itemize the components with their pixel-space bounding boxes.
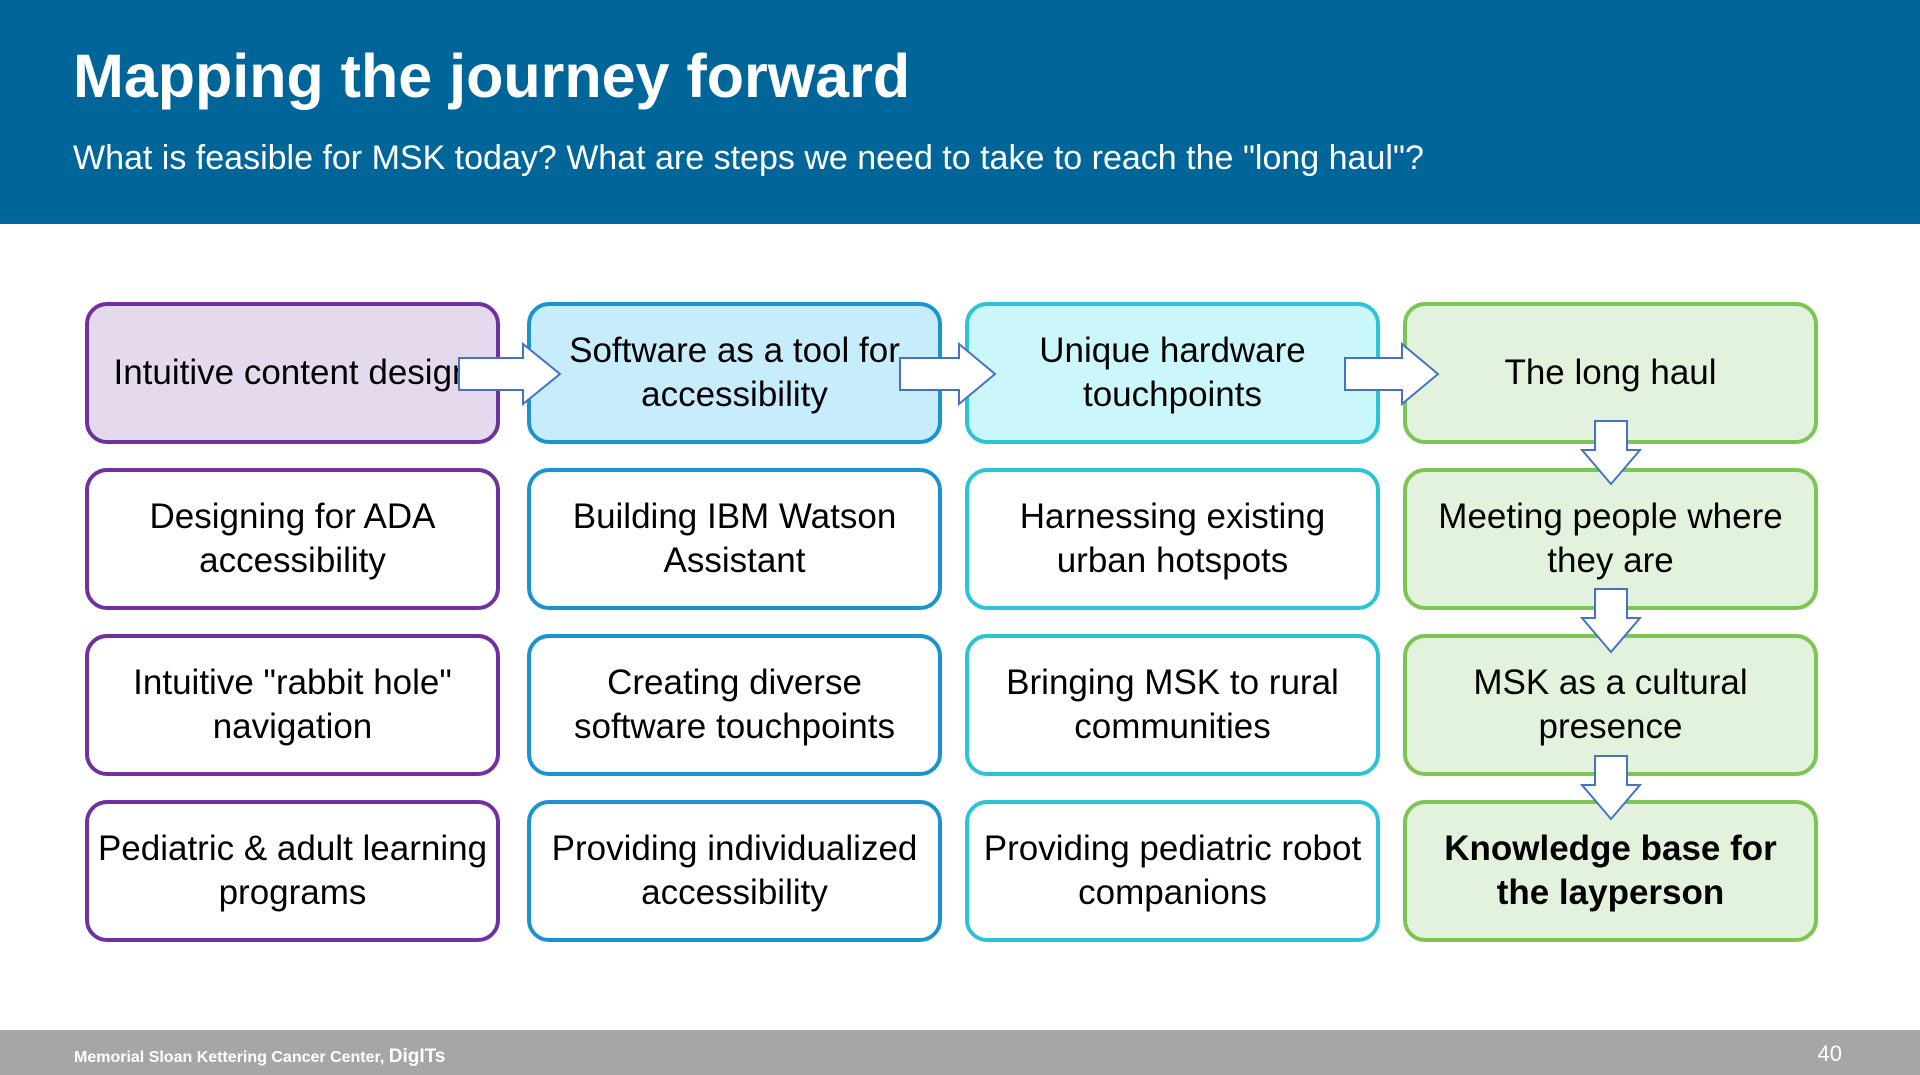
right-arrow-icon [458, 341, 562, 407]
column-3-item-3: Providing pediatric robot companions [965, 800, 1380, 942]
column-1-item-3-label: Pediatric & adult learning programs [97, 829, 488, 912]
right-arrow-icon [1344, 341, 1440, 407]
column-4-item-3-label: Knowledge base for the layperson [1444, 829, 1777, 912]
down-arrow-icon [1579, 588, 1643, 654]
column-2-item-3-label: Providing individualized accessibility [551, 829, 918, 912]
column-2-header-label: Software as a tool for accessibility [569, 331, 900, 414]
footer-credit: Memorial Sloan Kettering Cancer Center, … [74, 1046, 445, 1068]
footer-band [0, 1030, 1920, 1075]
column-3-item-1-label: Harnessing existing urban hotspots [1019, 497, 1326, 580]
column-1-item-2: Intuitive "rabbit hole" navigation [85, 634, 500, 776]
column-3-item-1: Harnessing existing urban hotspots [965, 468, 1380, 610]
column-4-item-3: Knowledge base for the layperson [1403, 800, 1818, 942]
column-3-item-3-label: Providing pediatric robot companions [983, 829, 1362, 912]
column-3-item-2: Bringing MSK to rural communities [965, 634, 1380, 776]
column-4-header-label: The long haul [1504, 353, 1717, 392]
column-2-item-2-label: Creating diverse software touchpoints [573, 663, 895, 746]
column-1-header: Intuitive content design [85, 302, 500, 444]
down-arrow-icon [1579, 420, 1643, 486]
right-arrow-icon [899, 341, 997, 407]
column-2-header: Software as a tool for accessibility [527, 302, 942, 444]
column-2-item-1: Building IBM Watson Assistant [527, 468, 942, 610]
slide-title: Mapping the journey forward [73, 42, 911, 110]
column-1-item-3: Pediatric & adult learning programs [85, 800, 500, 942]
column-1-item-1-label: Designing for ADA accessibility [149, 497, 436, 580]
column-1-header-label: Intuitive content design [113, 353, 472, 392]
column-4-item-2-label: MSK as a cultural presence [1473, 663, 1748, 746]
footer-org: Memorial Sloan Kettering Cancer Center, [74, 1049, 385, 1066]
column-1-item-2-label: Intuitive "rabbit hole" navigation [133, 663, 452, 746]
slide-subtitle: What is feasible for MSK today? What are… [73, 139, 1424, 177]
column-2-item-2: Creating diverse software touchpoints [527, 634, 942, 776]
column-4-item-1-label: Meeting people where they are [1438, 497, 1783, 580]
column-2-item-1-label: Building IBM Watson Assistant [572, 497, 897, 580]
column-2-item-3: Providing individualized accessibility [527, 800, 942, 942]
column-3-header: Unique hardware touchpoints [965, 302, 1380, 444]
down-arrow-icon [1579, 755, 1643, 821]
column-1-item-1: Designing for ADA accessibility [85, 468, 500, 610]
column-3-item-2-label: Bringing MSK to rural communities [1006, 663, 1339, 746]
column-3-header-label: Unique hardware touchpoints [1039, 331, 1306, 414]
footer-group: DigITs [388, 1046, 446, 1067]
title-band [0, 0, 1920, 224]
page-number: 40 [1817, 1041, 1842, 1066]
